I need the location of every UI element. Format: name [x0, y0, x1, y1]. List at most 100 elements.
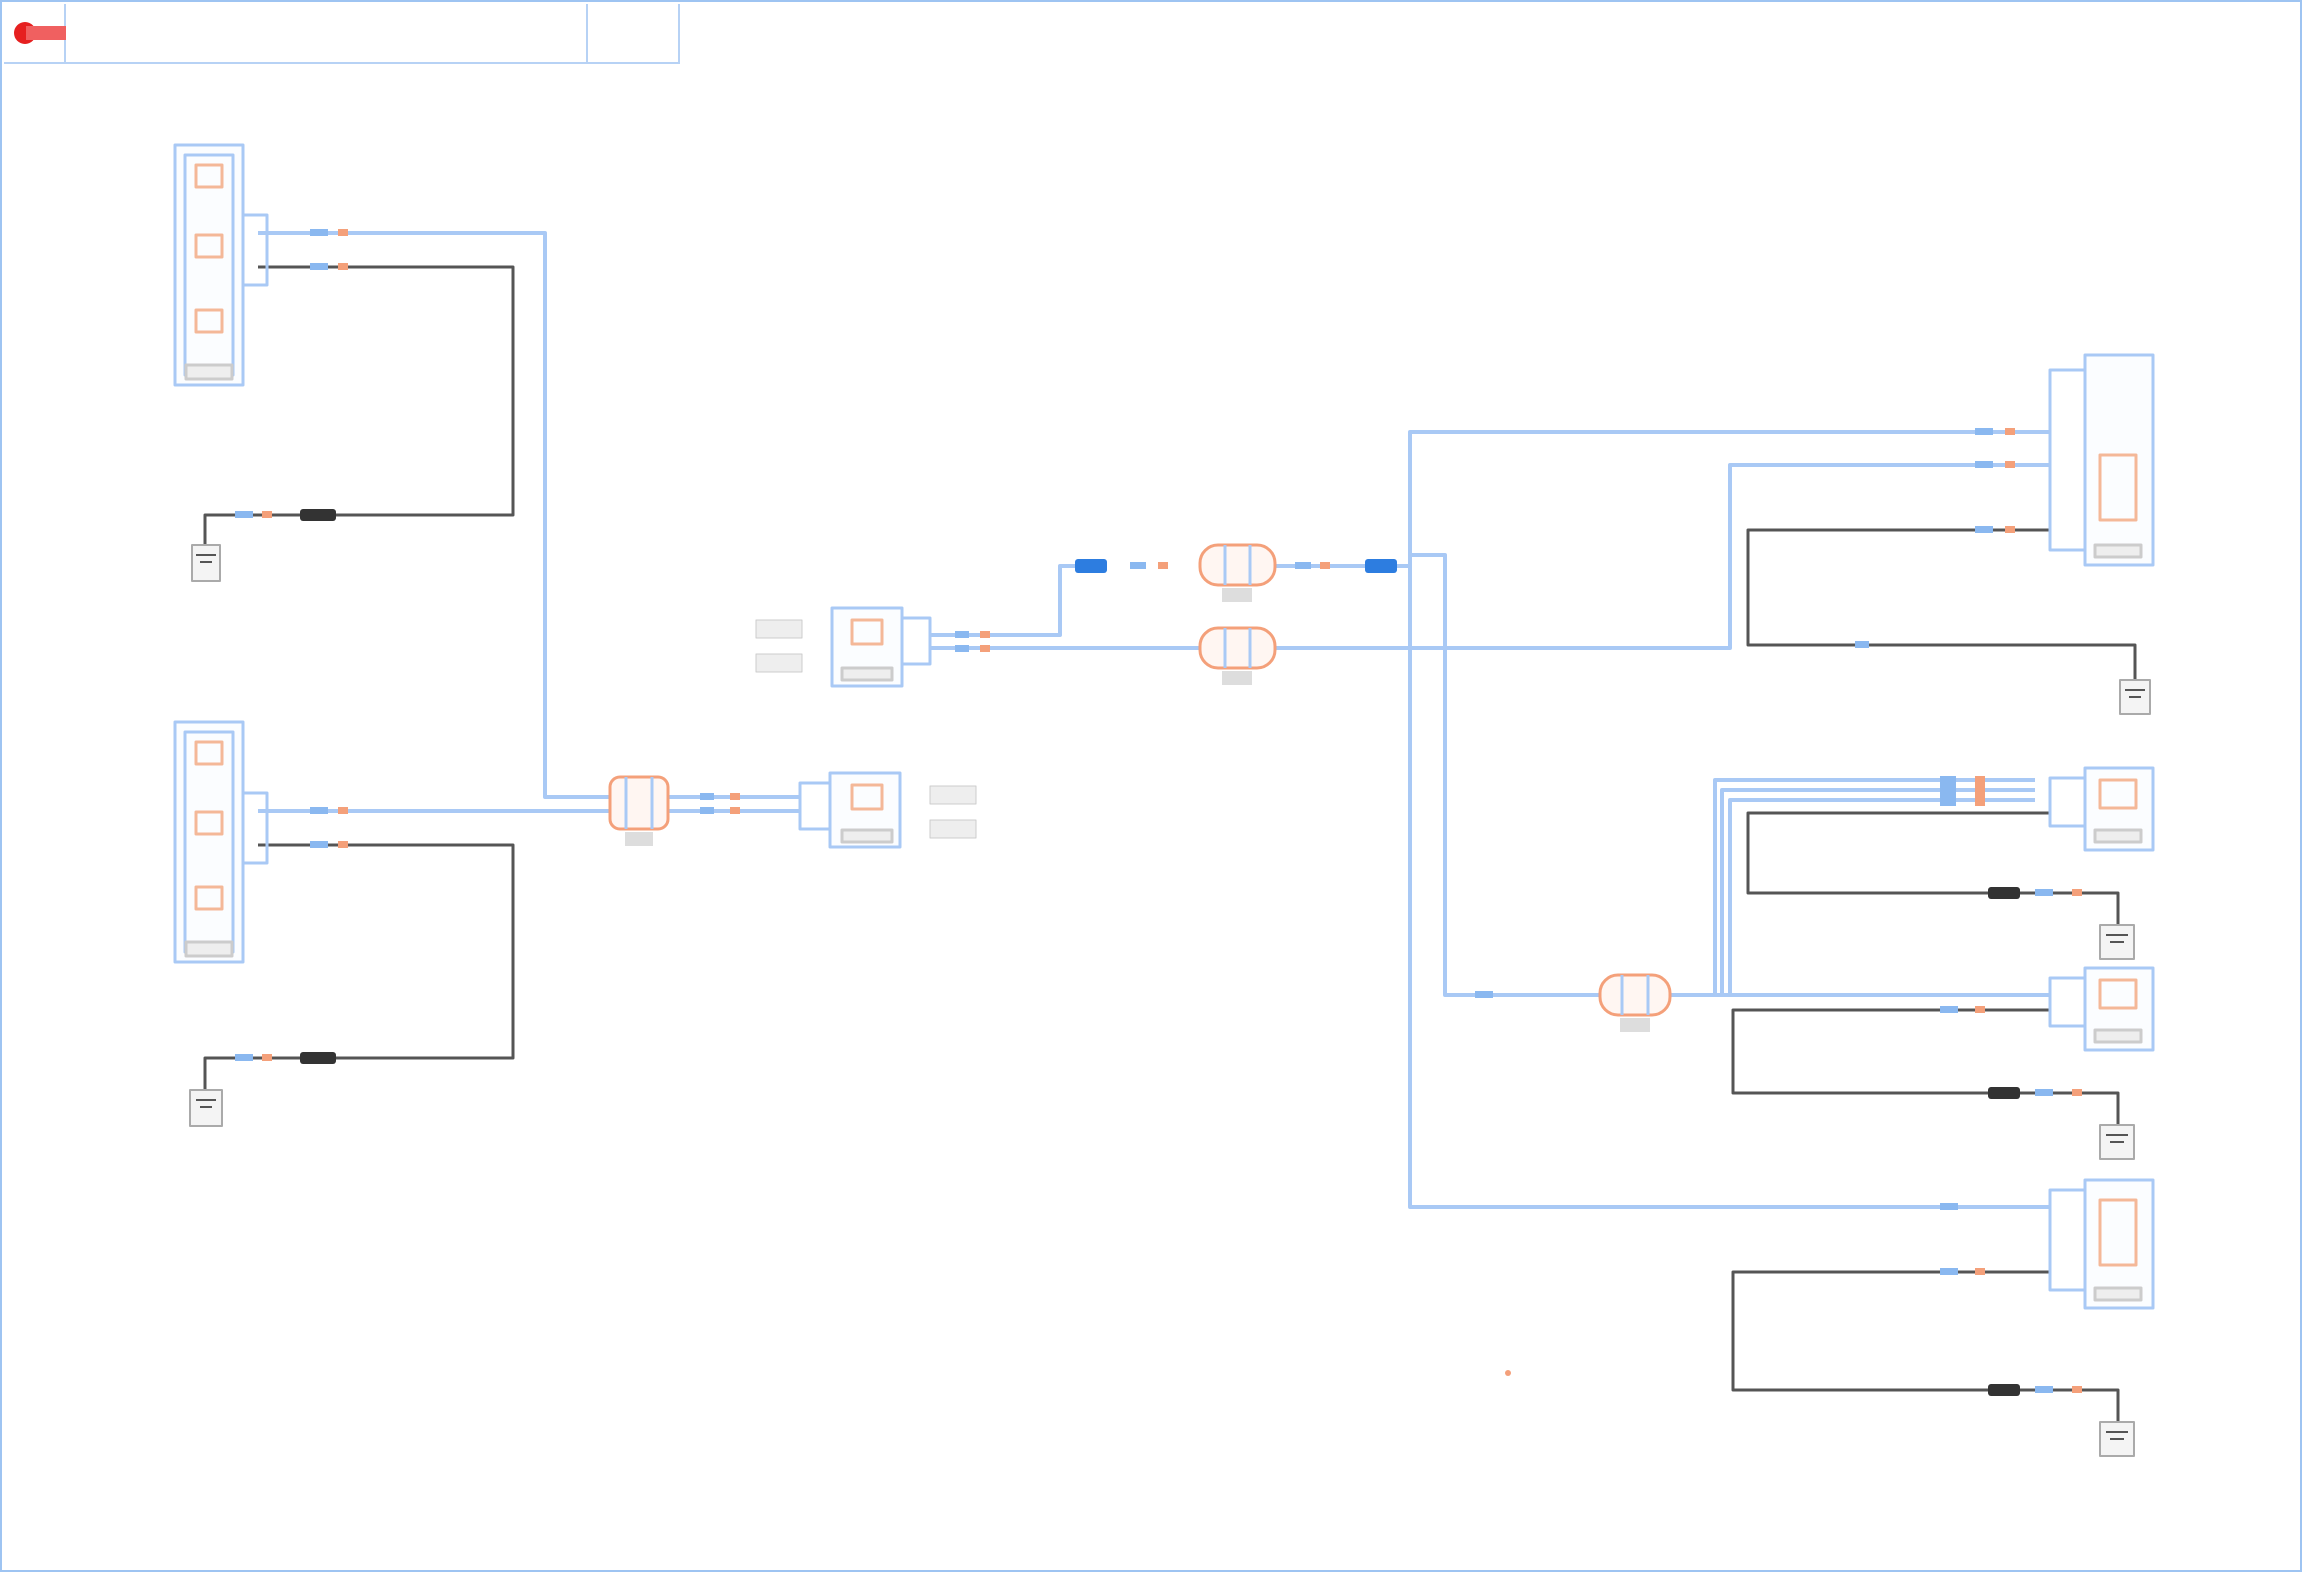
ground-wire-1	[258, 265, 515, 517]
ground-symbol-icon	[2099, 1124, 2135, 1160]
pin-marker	[730, 793, 740, 800]
pin-marker	[955, 631, 969, 638]
pin-marker	[2035, 1386, 2053, 1393]
ground-wire-6	[1731, 1270, 2050, 1392]
side-tag	[929, 819, 977, 839]
pin-marker	[2005, 428, 2015, 435]
title-block	[4, 4, 680, 64]
pin-marker	[1158, 562, 1168, 569]
module-right-top	[2048, 353, 2155, 567]
pin-marker	[1295, 562, 1311, 569]
signal-splice	[1075, 559, 1107, 573]
ground-wire-1b	[203, 513, 300, 545]
pin-marker	[1940, 1006, 1958, 1013]
module-center-low	[798, 771, 902, 849]
pin-marker	[1975, 776, 1985, 806]
code-cell	[588, 4, 680, 64]
pin-marker	[338, 229, 348, 236]
signal-splice	[1365, 559, 1397, 573]
wire-fan-3	[1670, 798, 2035, 997]
ground-symbol-icon	[189, 1089, 223, 1127]
ground-symbol-icon	[2119, 679, 2151, 715]
pin-marker	[1130, 562, 1146, 569]
ground-wire-5b	[2020, 1091, 2120, 1125]
pin-marker	[235, 511, 253, 518]
ground-splice	[1988, 887, 2020, 899]
pin-marker	[1320, 562, 1330, 569]
pin-marker	[2005, 461, 2015, 468]
wire-mid-up	[930, 564, 1075, 637]
pin-marker	[955, 645, 969, 652]
brand-logo-bar	[26, 26, 66, 40]
connector-upper-2	[1198, 626, 1277, 685]
pin-marker	[1975, 1268, 1985, 1275]
wire-to-right-top-module	[1275, 463, 2050, 650]
ground-wires	[203, 265, 2137, 1422]
pin-marker	[1940, 1268, 1958, 1275]
pin-marker	[2072, 1089, 2082, 1096]
module-right-bottom	[2048, 1178, 2155, 1310]
components	[173, 143, 2155, 1310]
ground-symbol-icon	[2099, 924, 2135, 960]
ground-symbol-icon	[2099, 1421, 2135, 1457]
ground-splice	[300, 509, 336, 521]
connectors	[608, 543, 1672, 1032]
stray-marker	[1505, 1370, 1511, 1376]
module-right-mid-1	[2048, 766, 2155, 852]
connector-lower	[1598, 973, 1672, 1032]
pin-marker	[1940, 776, 1956, 806]
wire-branch-bottom-module	[1408, 566, 2050, 1209]
module-right-mid-2	[2048, 966, 2155, 1052]
splices	[300, 509, 2020, 1396]
pin-marker	[1975, 461, 1993, 468]
pin-marker	[1855, 641, 1869, 648]
pin-marker	[980, 631, 990, 638]
pin-marker	[338, 807, 348, 814]
pin-marker	[310, 263, 328, 270]
pin-marker	[2035, 1089, 2053, 1096]
pin-marker	[310, 841, 328, 848]
ground-wire-4b	[2020, 891, 2120, 925]
ground-wire-2	[258, 843, 515, 1060]
pin-marker	[262, 511, 272, 518]
ground-wire-4	[1746, 811, 2050, 895]
module-left-bottom	[173, 720, 269, 964]
ground-wire-6b	[2020, 1388, 2120, 1422]
pin-marker	[310, 229, 328, 236]
logo-cell	[4, 4, 66, 64]
ground-splice	[300, 1052, 336, 1064]
pin-marker	[700, 807, 714, 814]
pin-marker	[700, 793, 714, 800]
pin-marker	[338, 841, 348, 848]
pin-markers	[235, 229, 2082, 1393]
side-tag	[755, 619, 803, 639]
pin-marker	[2072, 889, 2082, 896]
connector-upper-1	[1198, 543, 1277, 602]
pin-marker	[980, 645, 990, 652]
ground-splice	[1988, 1087, 2020, 1099]
ground-wire-5	[1731, 1008, 2050, 1095]
pin-marker	[1975, 1006, 1985, 1013]
pin-marker	[2072, 1386, 2082, 1393]
ground-wire-2b	[203, 1056, 300, 1090]
connector-center	[608, 775, 670, 846]
side-tag	[929, 785, 977, 805]
module-left-top	[173, 143, 269, 387]
module-center-high	[830, 606, 932, 688]
side-tags	[755, 619, 977, 839]
pin-marker	[235, 1054, 253, 1061]
wire-to-lower-connector	[1410, 553, 1600, 997]
ground-splice	[1988, 1384, 2020, 1396]
pin-marker	[2035, 889, 2053, 896]
ground-wire-3	[1746, 528, 2137, 680]
pin-marker	[1975, 526, 1993, 533]
pin-marker	[1940, 1203, 1958, 1210]
grounds	[189, 544, 2151, 1457]
ground-symbol-icon	[191, 544, 221, 582]
pin-marker	[730, 807, 740, 814]
pin-marker	[338, 263, 348, 270]
pin-marker	[1975, 428, 1993, 435]
pin-marker	[2005, 526, 2015, 533]
